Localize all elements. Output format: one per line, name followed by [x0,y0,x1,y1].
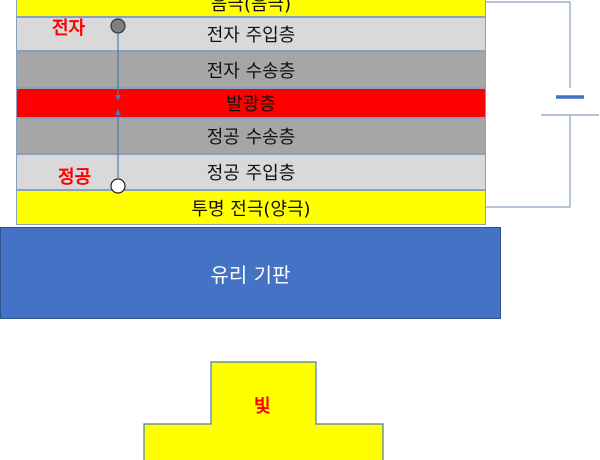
hole-transport-layer-label: 정공 수송층 [206,127,296,148]
hole-injection-layer: 정공 주입층 [16,154,486,190]
electron-transport-layer: 전자 수송층 [16,51,486,88]
cathode-layer: 음극(음극) [16,0,486,17]
electron-icon [110,18,126,34]
emissive-layer: 발광층 [16,88,486,118]
hole-icon [110,178,126,194]
electron-injection-layer-label: 전자 주입층 [206,25,296,46]
cathode-layer-label: 음극(음극) [210,0,292,15]
hole-transport-layer: 정공 수송층 [16,118,486,154]
light-arrow-icon [143,361,384,460]
hole-label: 정공 [58,167,92,188]
hole-injection-layer-label: 정공 주입층 [206,163,296,184]
electron-injection-layer: 전자 주입층 [16,17,486,51]
electron-transport-layer-label: 전자 수송층 [206,60,296,82]
glass-substrate: 유리 기판 [0,227,501,319]
anode-layer-label: 투명 전극(양극) [191,198,311,220]
circuit-wire-bottom [486,115,571,208]
circuit-wire-top [486,1,571,88]
glass-substrate-label: 유리 기판 [210,262,291,287]
anode-layer: 투명 전극(양극) [16,190,486,225]
emissive-layer-label: 발광층 [226,94,276,115]
light-label: 빛 [254,396,271,417]
electron-label: 전자 [52,18,86,39]
